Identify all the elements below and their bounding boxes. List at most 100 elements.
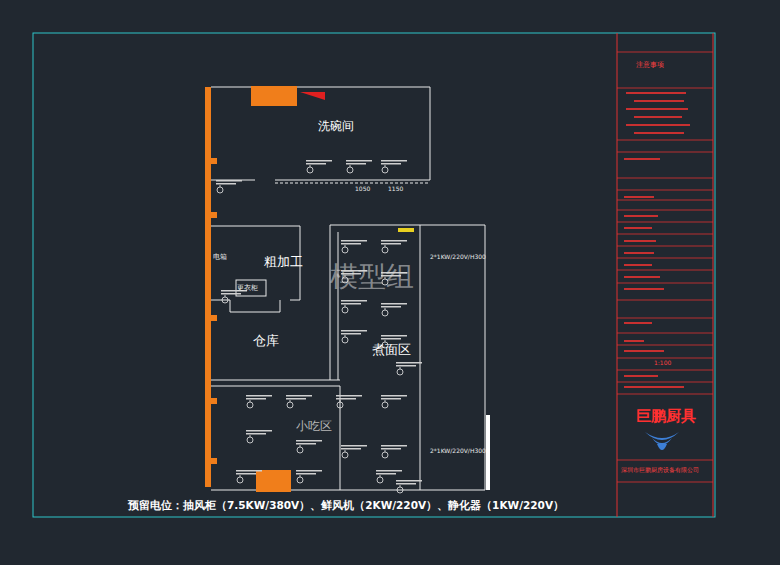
equipment-label: 电箱 <box>213 253 227 261</box>
spec-mark <box>296 443 316 445</box>
title-row-line <box>617 358 713 359</box>
title-row-line <box>617 460 713 461</box>
spec-mark <box>246 430 272 432</box>
equipment-label: 更衣柜 <box>237 285 258 293</box>
socket <box>341 445 367 458</box>
room-name: 煮面区 <box>372 343 411 357</box>
equipment-marks <box>205 86 490 492</box>
spec-mark <box>236 470 262 472</box>
leader-line <box>345 245 346 247</box>
socket <box>286 395 312 408</box>
title-row-line <box>617 190 713 191</box>
note-mark <box>634 100 684 102</box>
room-name: 仓库 <box>253 334 279 348</box>
caption: 预留电位：抽风柜（7.5KW/380V）、鲜风机（2KW/220V）、静化器（1… <box>128 499 564 511</box>
note-mark <box>634 116 682 118</box>
socket-circle <box>382 310 388 316</box>
sheet-border <box>33 33 715 517</box>
leader-line <box>250 435 251 437</box>
socket-circle <box>397 369 403 375</box>
socket-circle <box>217 187 223 193</box>
spec-mark <box>341 243 361 245</box>
leader-line <box>240 475 241 477</box>
title-row-line <box>617 270 713 271</box>
spec-mark <box>346 160 372 162</box>
socket-circle <box>382 402 388 408</box>
socket <box>381 445 407 458</box>
title-row-line <box>617 152 713 153</box>
spec-mark <box>246 433 266 435</box>
leader-line <box>310 165 311 167</box>
leader-line <box>385 400 386 402</box>
leader-line <box>300 475 301 477</box>
socket <box>246 430 272 443</box>
leader-line <box>350 165 351 167</box>
spec-mark <box>346 163 366 165</box>
title-row-line <box>617 246 713 247</box>
spec-mark <box>381 445 407 447</box>
spec-mark <box>341 330 367 332</box>
socket-circle <box>337 402 343 408</box>
note-mark <box>624 340 644 342</box>
equipment-label: 电箱 <box>213 254 227 262</box>
leader-line <box>385 450 386 452</box>
title-row-line <box>617 222 713 223</box>
title-row-line <box>617 333 713 334</box>
socket <box>381 303 407 316</box>
socket <box>296 440 322 453</box>
spec-mark <box>236 473 256 475</box>
room-name: 洗碗间 <box>318 120 354 133</box>
leader-line <box>385 340 386 342</box>
note-mark <box>624 252 654 254</box>
spec-mark <box>376 470 402 472</box>
leader-line <box>400 485 401 487</box>
note-mark <box>624 386 684 388</box>
dimension: 1050 <box>355 185 370 192</box>
leader-line <box>290 400 291 402</box>
spec-mark <box>381 240 407 242</box>
leader-line <box>400 367 401 369</box>
spec-mark <box>296 470 322 472</box>
title-row-line <box>617 318 713 319</box>
company-name: 深圳市巨鹏厨房设备有限公司 <box>621 467 699 474</box>
socket <box>246 395 272 408</box>
watermark: 模型组 <box>330 262 414 293</box>
spec-mark <box>381 335 407 337</box>
leader-line <box>220 185 221 187</box>
leader-line <box>345 305 346 307</box>
spec-mark <box>286 395 312 397</box>
title-row-line <box>617 140 713 141</box>
walls <box>211 87 485 490</box>
note-mark <box>624 288 664 290</box>
note-mark <box>624 227 652 229</box>
spec-mark <box>341 448 361 450</box>
socket-circle <box>342 337 348 343</box>
spec-mark <box>296 473 316 475</box>
equipment-label: 更衣柜 <box>237 284 258 292</box>
socket <box>381 160 407 173</box>
note-mark <box>624 158 660 160</box>
socket-circle <box>222 297 228 303</box>
power-spec: 2*1KW/220V/H300 <box>430 254 486 261</box>
leader-line <box>385 308 386 310</box>
socket-circle <box>237 477 243 483</box>
note-mark <box>624 350 664 352</box>
spec-mark <box>341 333 361 335</box>
title-row-line <box>617 300 713 301</box>
leader-line <box>385 165 386 167</box>
title-row-line <box>617 258 713 259</box>
company-brand: 巨鹏厨具 <box>636 408 696 425</box>
power-spec: 2*1KW/220V/H300 <box>430 253 486 260</box>
socket-circle <box>342 452 348 458</box>
leader-line <box>385 245 386 247</box>
company-logo <box>645 432 679 450</box>
title-row-line <box>617 482 713 483</box>
room-name: 小吃区 <box>296 420 332 433</box>
socket <box>296 470 322 483</box>
spec-mark <box>381 395 407 397</box>
spec-mark <box>381 243 401 245</box>
spec-mark <box>341 300 367 302</box>
socket <box>341 300 367 313</box>
dimension: 1150 <box>388 185 403 192</box>
